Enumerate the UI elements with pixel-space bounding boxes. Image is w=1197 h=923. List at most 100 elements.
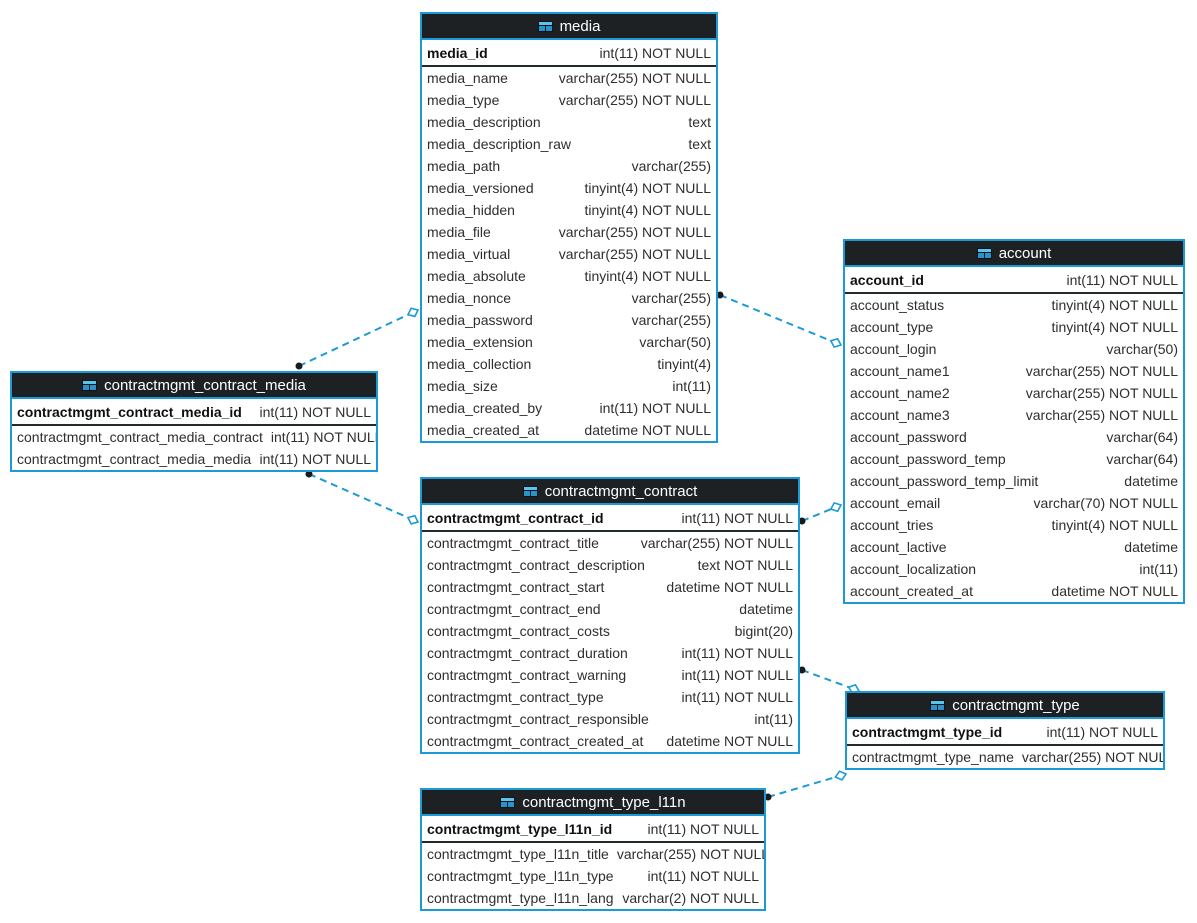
table-header[interactable]: contractmgmt_type_l11n <box>422 790 764 816</box>
relationship-media-to-account[interactable] <box>716 291 843 349</box>
relationship-contractmgmt_type_l11n-to-contractmgmt_type[interactable] <box>764 770 848 801</box>
column-type: datetime NOT NULL <box>666 733 793 749</box>
relationship-line[interactable] <box>767 773 847 798</box>
column-type: tinyint(4) NOT NULL <box>584 202 711 218</box>
column-type: int(11) NOT NULL <box>1046 723 1158 740</box>
table-icon <box>537 20 553 32</box>
table-icon <box>82 379 98 391</box>
column-name: media_file <box>427 224 491 240</box>
table-icon <box>500 796 516 808</box>
column-type: varchar(255) NOT NULL <box>558 246 711 262</box>
column-type: varchar(255) NOT NULL <box>616 846 764 862</box>
column-type: varchar(255) NOT NULL <box>1025 407 1178 423</box>
table-header[interactable]: account <box>845 241 1183 267</box>
table-icon-cell <box>977 252 984 258</box>
relationship-diamond-end <box>834 770 848 781</box>
table-header[interactable]: contractmgmt_type <box>847 693 1163 719</box>
table-header[interactable]: contractmgmt_contract <box>422 479 798 505</box>
column-name: media_description_raw <box>427 136 571 152</box>
relationship-line[interactable] <box>308 473 419 523</box>
column-name: account_name1 <box>850 363 950 379</box>
column-name: media_name <box>427 70 508 86</box>
relationship-contractmgmt_contract-to-account[interactable] <box>798 501 843 525</box>
relationship-contractmgmt_contract_media-to-contractmgmt_contract[interactable] <box>305 470 420 525</box>
table-header[interactable]: contractmgmt_contract_media <box>12 373 376 399</box>
column-name: media_nonce <box>427 290 512 306</box>
column-name: contractmgmt_contract_costs <box>427 623 610 639</box>
column-type: varchar(255) <box>631 158 711 174</box>
relationship-contractmgmt_contract-to-contractmgmt_type[interactable] <box>798 666 861 695</box>
relationship-line[interactable] <box>719 294 842 346</box>
relationship-line[interactable] <box>298 309 419 367</box>
relationship-contractmgmt_contract_media-to-media[interactable] <box>295 307 420 370</box>
table-icon-header-band <box>523 486 537 490</box>
column-name: contractmgmt_contract_duration <box>427 645 628 661</box>
table-header[interactable]: media <box>422 14 716 40</box>
column-type: int(11) NOT NULL <box>599 44 711 61</box>
relationship-dot-end <box>798 517 806 525</box>
table-icon-cell <box>523 490 530 496</box>
